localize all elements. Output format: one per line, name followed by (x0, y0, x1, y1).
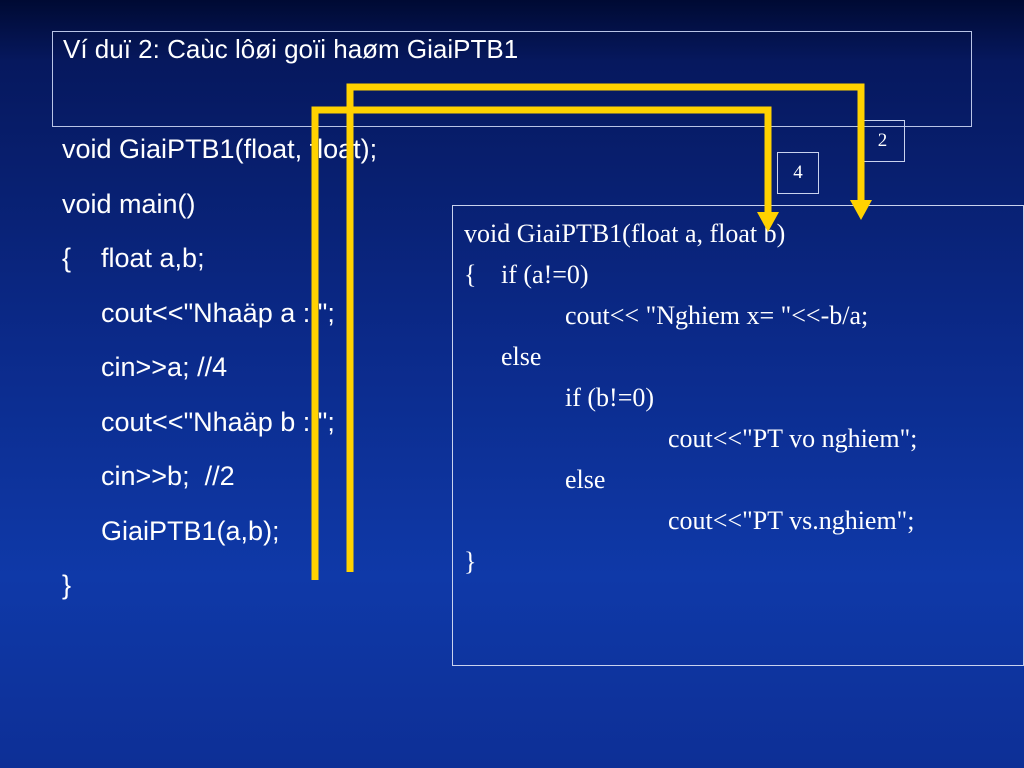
code-line: if (b!=0) (565, 383, 655, 412)
code-line: { (464, 260, 477, 289)
code-line: cout<< "Nghiem x= "<<-b/a; (565, 301, 869, 330)
code-line: } (464, 547, 477, 576)
code-line: cout<<"PT vs.nghiem"; (668, 506, 915, 535)
code-line: GiaiPTB1(a,b); (101, 516, 280, 546)
code-line: cin>>b; //2 (101, 461, 235, 491)
code-line: float a,b; (101, 243, 205, 273)
code-line: else (501, 342, 542, 371)
code-line: else (565, 465, 606, 494)
code-line: cin>>a; //4 (101, 352, 228, 382)
code-line: if (a!=0) (501, 260, 589, 289)
code-line: void GiaiPTB1(float, float); (62, 134, 378, 164)
code-line: cout<<"PT vo nghiem"; (668, 424, 918, 453)
title-box: Ví duï 2: Caùc lôøi goïi haøm GiaiPTB1 (52, 31, 972, 127)
function-code-box: void GiaiPTB1(float a, float b) { if (a!… (452, 205, 1024, 666)
slide-title: Ví duï 2: Caùc lôøi goïi haøm GiaiPTB1 (63, 34, 519, 64)
value-badge-a: 4 (777, 152, 819, 194)
value-badge-b: 2 (860, 120, 905, 162)
code-line: cout<<"Nhaäp b : "; (101, 407, 335, 437)
code-line: } (62, 570, 72, 600)
code-line: void GiaiPTB1(float a, float b) (464, 219, 786, 248)
code-line: { (62, 243, 72, 273)
code-line: void main() (62, 189, 196, 219)
code-line: cout<<"Nhaäp a : "; (101, 298, 335, 328)
